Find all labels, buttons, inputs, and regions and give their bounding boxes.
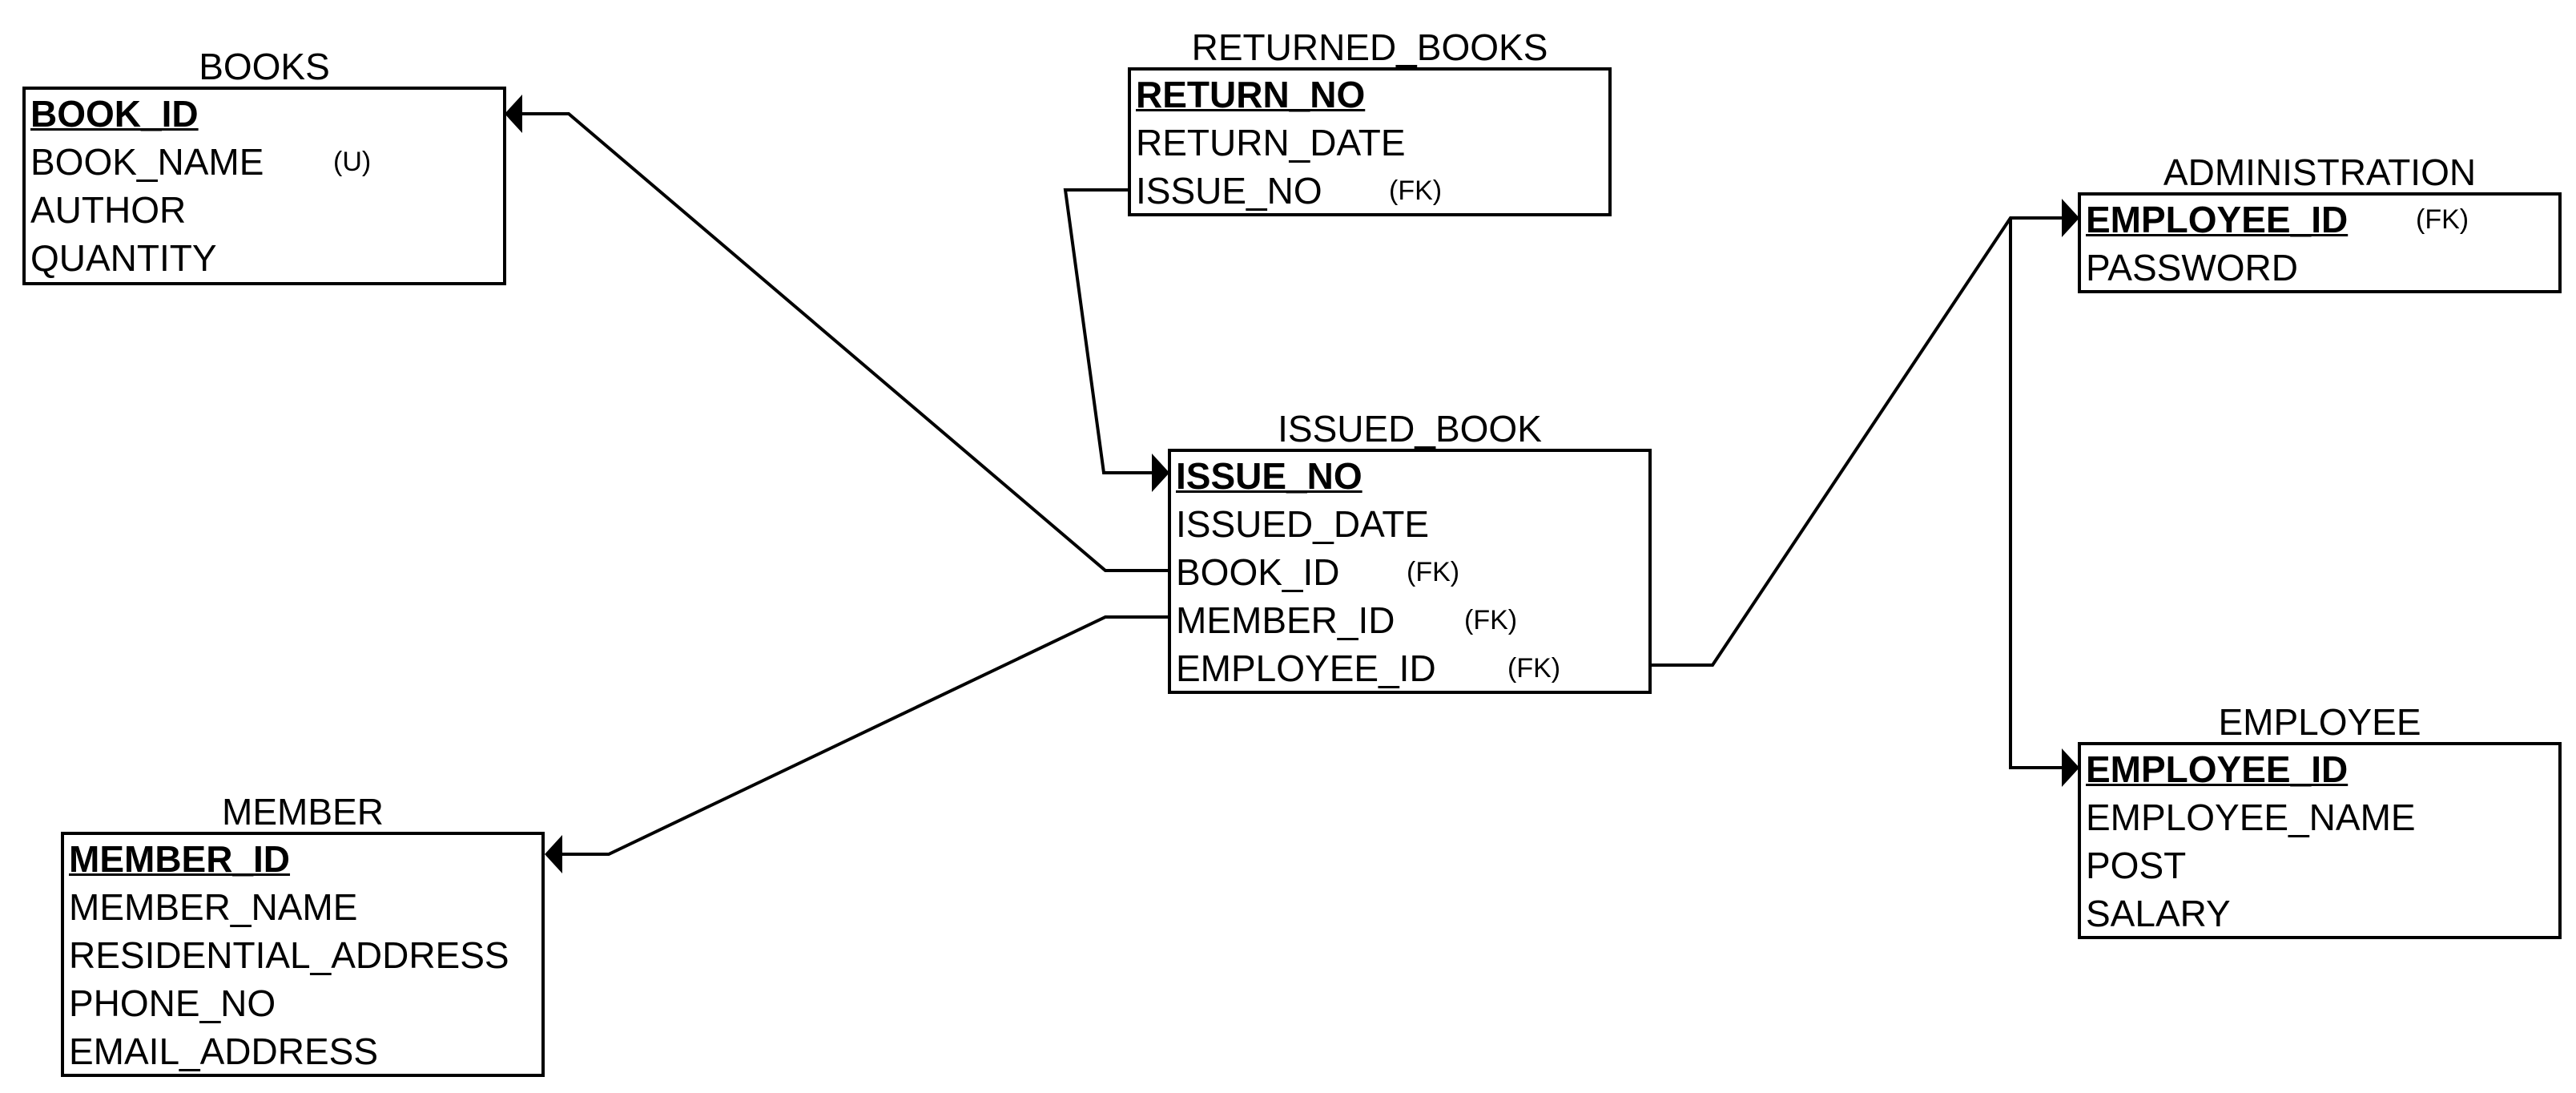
- attribute-name: BOOK_ID: [1176, 551, 1340, 593]
- attribute-tag: (FK): [1407, 557, 1460, 587]
- attribute-row: RETURN_NO: [1131, 71, 1608, 119]
- attribute-name: MEMBER_ID: [1176, 599, 1395, 641]
- attribute-name: RETURN_NO: [1136, 74, 1366, 115]
- attribute-row: EMPLOYEE_ID (FK): [2081, 196, 2558, 244]
- attribute-row: SALARY: [2081, 889, 2558, 938]
- attribute-name: BOOK_NAME: [30, 141, 264, 183]
- attribute-row: MEMBER_ID: [64, 835, 541, 883]
- attribute-tag: (FK): [1464, 605, 1518, 635]
- attribute-name: MEMBER_NAME: [69, 886, 358, 928]
- attribute-row: PHONE_NO: [64, 979, 541, 1027]
- attribute-name: BOOK_ID: [30, 93, 199, 135]
- entity-attribute-box: MEMBER_ID MEMBER_NAME RESIDENTIAL_ADDRES…: [61, 832, 545, 1077]
- attribute-name: EMPLOYEE_ID: [2086, 199, 2349, 240]
- rel-issued-book-to-member: [545, 615, 1171, 873]
- attribute-row: ISSUE_NO (FK): [1131, 167, 1608, 215]
- attribute-row: RESIDENTIAL_ADDRESS: [64, 931, 541, 979]
- entity-employee: EMPLOYEE EMPLOYEE_ID EMPLOYEE_NAME POST …: [2078, 702, 2562, 939]
- arrowhead-employee: [2062, 748, 2079, 787]
- entity-attribute-box: ISSUE_NO ISSUED_DATE BOOK_ID (FK) MEMBER_…: [1168, 449, 1652, 694]
- attribute-row: EMPLOYEE_ID (FK): [1171, 644, 1648, 692]
- entity-attribute-box: BOOK_ID BOOK_NAME (U) AUTHOR QUANTITY: [22, 87, 506, 285]
- attribute-name: EMPLOYEE_ID: [2086, 748, 2349, 790]
- attribute-name: ISSUE_NO: [1176, 455, 1362, 497]
- attribute-name: PASSWORD: [2086, 247, 2298, 288]
- entity-books: BOOKS BOOK_ID BOOK_NAME (U) AUTHOR QUANTI…: [22, 46, 506, 285]
- attribute-tag: (FK): [1389, 175, 1443, 206]
- attribute-tag: (U): [333, 147, 372, 177]
- attribute-name: EMPLOYEE_NAME: [2086, 797, 2416, 838]
- attribute-name: RETURN_DATE: [1136, 122, 1406, 163]
- attribute-tag: (FK): [1507, 653, 1561, 684]
- entity-member: MEMBER MEMBER_ID MEMBER_NAME RESIDENTIAL…: [61, 792, 545, 1077]
- entity-attribute-box: EMPLOYEE_ID (FK) PASSWORD: [2078, 192, 2562, 293]
- rel-issued-book-to-employee: [2009, 218, 2079, 787]
- attribute-name: POST: [2086, 845, 2187, 886]
- arrowhead-books: [505, 95, 522, 133]
- entity-attribute-box: RETURN_NO RETURN_DATE ISSUE_NO (FK): [1128, 67, 1612, 216]
- attribute-name: AUTHOR: [30, 189, 187, 231]
- attribute-name: PHONE_NO: [69, 982, 276, 1024]
- rel-issued-book-to-administration: [1647, 199, 2079, 667]
- rel-returned-books-to-issued-book: [1063, 188, 1169, 492]
- attribute-name: MEMBER_ID: [69, 838, 291, 880]
- attribute-name: ISSUE_NO: [1136, 170, 1322, 212]
- attribute-row: MEMBER_ID (FK): [1171, 596, 1648, 644]
- entity-title: RETURNED_BOOKS: [1191, 26, 1548, 68]
- attribute-row: EMAIL_ADDRESS: [64, 1027, 541, 1075]
- attribute-row: AUTHOR: [26, 186, 503, 234]
- entity-title: BOOKS: [199, 46, 330, 87]
- arrowhead-issued-book: [1152, 454, 1169, 492]
- arrowhead-member: [545, 835, 562, 873]
- attribute-row: QUANTITY: [26, 234, 503, 282]
- attribute-name: QUANTITY: [30, 237, 217, 279]
- entity-administration: ADMINISTRATION EMPLOYEE_ID (FK) PASSWORD: [2078, 152, 2562, 293]
- attribute-row: BOOK_ID (FK): [1171, 548, 1648, 596]
- entity-title: EMPLOYEE: [2218, 701, 2421, 743]
- attribute-name: EMPLOYEE_ID: [1176, 647, 1436, 689]
- attribute-row: BOOK_NAME (U): [26, 138, 503, 186]
- entity-title: ISSUED_BOOK: [1278, 408, 1542, 450]
- entity-attribute-box: EMPLOYEE_ID EMPLOYEE_NAME POST SALARY: [2078, 742, 2562, 939]
- attribute-row: POST: [2081, 841, 2558, 889]
- attribute-row: EMPLOYEE_ID: [2081, 745, 2558, 793]
- attribute-row: MEMBER_NAME: [64, 883, 541, 931]
- attribute-name: ISSUED_DATE: [1176, 503, 1430, 545]
- attribute-row: BOOK_ID: [26, 90, 503, 138]
- entity-title: MEMBER: [222, 791, 384, 833]
- attribute-name: EMAIL_ADDRESS: [69, 1030, 379, 1072]
- attribute-row: ISSUE_NO: [1171, 452, 1648, 500]
- arrowhead-administration: [2062, 199, 2079, 237]
- entity-title: ADMINISTRATION: [2163, 151, 2477, 193]
- attribute-row: RETURN_DATE: [1131, 119, 1608, 167]
- attribute-row: PASSWORD: [2081, 244, 2558, 292]
- attribute-name: SALARY: [2086, 893, 2231, 934]
- attribute-tag: (FK): [2416, 204, 2469, 235]
- attribute-row: ISSUED_DATE: [1171, 500, 1648, 548]
- entity-issued-book: ISSUED_BOOK ISSUE_NO ISSUED_DATE BOOK_ID…: [1168, 409, 1652, 694]
- attribute-name: RESIDENTIAL_ADDRESS: [69, 934, 509, 976]
- rel-issued-book-to-books: [505, 95, 1171, 572]
- entity-returned-books: RETURNED_BOOKS RETURN_NO RETURN_DATE ISS…: [1128, 27, 1612, 216]
- attribute-row: EMPLOYEE_NAME: [2081, 793, 2558, 841]
